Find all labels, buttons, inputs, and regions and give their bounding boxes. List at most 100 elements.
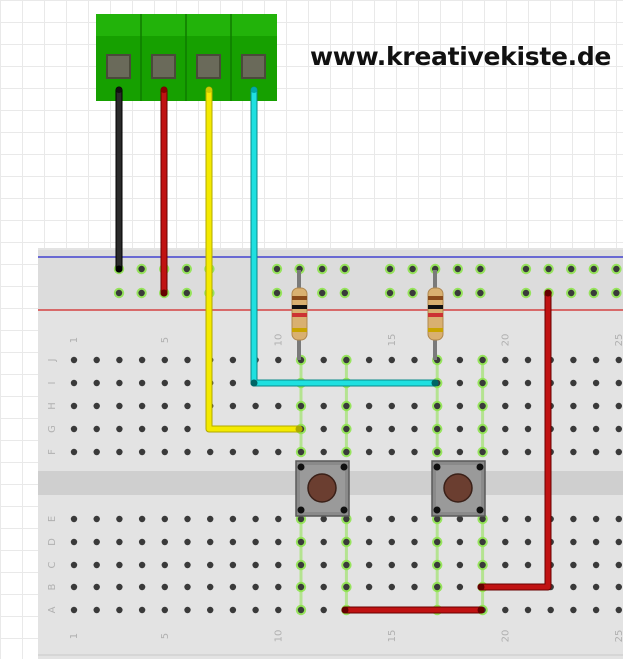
hole — [184, 538, 191, 546]
hole — [454, 289, 461, 297]
hole — [184, 561, 191, 569]
hole — [570, 606, 577, 614]
hole — [479, 538, 486, 546]
hole — [592, 515, 600, 523]
hole — [343, 515, 350, 523]
hole — [434, 425, 441, 433]
hole — [115, 289, 123, 297]
push-button-2 — [431, 460, 486, 517]
hole — [229, 448, 237, 456]
hole — [502, 356, 509, 364]
hole — [434, 538, 441, 546]
hole — [320, 448, 327, 456]
hole — [138, 538, 146, 546]
hole — [116, 583, 123, 591]
hole — [388, 356, 395, 364]
hole — [388, 515, 395, 523]
hole — [93, 448, 100, 456]
hole — [207, 448, 214, 456]
hole — [116, 425, 123, 433]
hole — [161, 583, 168, 591]
hole — [388, 561, 395, 569]
hole — [592, 448, 600, 456]
hole — [570, 515, 577, 523]
hole — [275, 561, 282, 569]
resistor-1 — [291, 270, 308, 360]
hole — [93, 561, 100, 569]
hole — [411, 583, 418, 591]
hole — [183, 265, 190, 273]
row-label: I — [47, 382, 58, 385]
hole — [116, 515, 123, 523]
hole — [341, 289, 348, 297]
hole — [524, 515, 532, 523]
hole — [184, 379, 191, 387]
hole — [184, 356, 191, 364]
hole — [524, 356, 532, 364]
hole — [570, 356, 577, 364]
hole — [320, 538, 327, 546]
hole — [502, 379, 509, 387]
hole — [184, 425, 191, 433]
hole — [319, 265, 326, 273]
hole — [615, 561, 622, 569]
hole — [116, 448, 123, 456]
hole — [570, 448, 577, 456]
row-label: B — [47, 583, 58, 590]
hole — [592, 402, 600, 410]
column-label-bottom: 20 — [500, 630, 511, 643]
hole — [388, 448, 395, 456]
hole — [615, 379, 622, 387]
hole — [434, 583, 441, 591]
hole — [615, 515, 622, 523]
hole — [343, 583, 350, 591]
hole — [116, 538, 123, 546]
hole — [409, 289, 416, 297]
hole — [184, 402, 191, 410]
hole — [319, 289, 326, 297]
terminal-screw-4 — [241, 54, 266, 79]
hole — [93, 402, 100, 410]
hole — [456, 561, 464, 569]
column-label-bottom: 1 — [69, 633, 80, 639]
hole — [456, 448, 464, 456]
hole — [411, 538, 418, 546]
hole — [252, 561, 259, 569]
hole — [524, 448, 532, 456]
hole — [434, 402, 441, 410]
hole — [615, 425, 622, 433]
wire-yellow — [205, 86, 303, 433]
hole — [547, 606, 554, 614]
hole — [229, 606, 237, 614]
hole — [592, 538, 600, 546]
hole — [524, 606, 532, 614]
hole — [343, 425, 350, 433]
hole — [207, 561, 214, 569]
hole — [502, 515, 509, 523]
hole — [70, 425, 78, 433]
terminal-screw-2 — [151, 54, 176, 79]
hole — [138, 606, 146, 614]
column-label-bottom: 15 — [387, 630, 398, 643]
hole — [70, 402, 78, 410]
hole — [615, 538, 622, 546]
hole — [320, 402, 327, 410]
hole — [592, 425, 600, 433]
hole — [386, 265, 394, 273]
row-label: D — [47, 538, 58, 546]
hole — [365, 356, 373, 364]
terminal-screw-1 — [106, 54, 131, 79]
hole — [522, 265, 530, 273]
resistor-2 — [427, 270, 444, 360]
hole — [275, 515, 282, 523]
hole — [138, 561, 146, 569]
hole — [297, 583, 305, 591]
row-label: J — [47, 359, 58, 363]
hole — [411, 515, 418, 523]
hole — [138, 448, 146, 456]
hole — [343, 561, 350, 569]
hole — [590, 265, 597, 273]
hole — [320, 356, 327, 364]
